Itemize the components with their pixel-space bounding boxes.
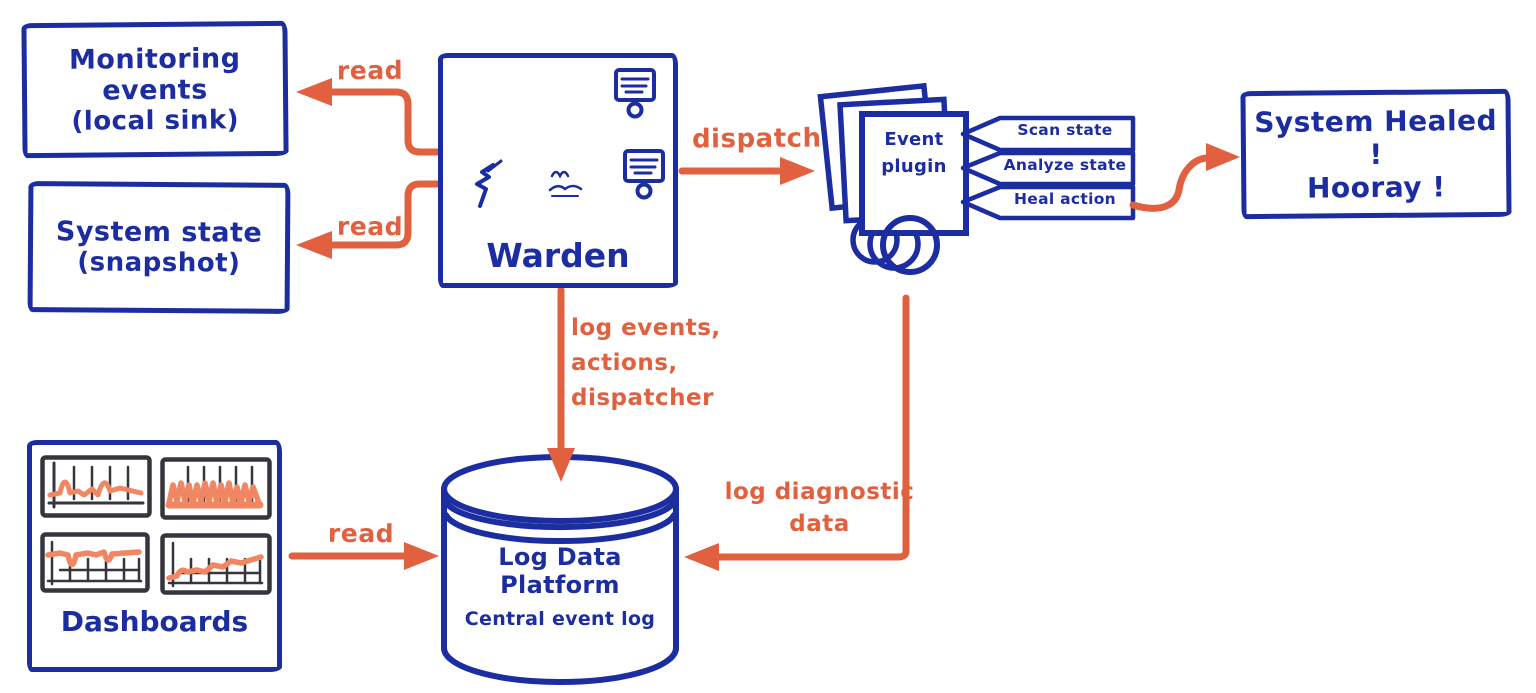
mini-chart-dense-bars <box>160 457 272 520</box>
node-monitoring-events: Monitoring events (local sink) <box>21 20 289 159</box>
plugin-icon <box>614 68 656 119</box>
tag-scan-state: Scan state <box>1017 121 1113 139</box>
system-healed-line1: System Healed ! <box>1254 103 1498 171</box>
log-events-line2: actions, <box>571 350 678 376</box>
arrowhead-log-diagnostic <box>684 543 719 571</box>
plugin-card-front <box>859 111 969 236</box>
edges <box>288 88 1212 561</box>
dispatch-label: dispatch <box>691 123 822 155</box>
plug-circle-front <box>880 215 940 275</box>
arrowhead-log-events <box>547 448 575 482</box>
read-dashboards-label: read <box>327 518 395 549</box>
log-diagnostic-line1: log diagnostic <box>724 479 915 505</box>
node-system-healed: System Healed ! Hooray ! <box>1240 88 1512 220</box>
log-diagnostic-line2: data <box>789 511 850 537</box>
mini-chart-dipping-line <box>40 532 150 593</box>
edge-heal-success <box>1129 154 1212 212</box>
tag-scan-state-shape <box>960 115 1136 153</box>
event-plugin-line2: plugin <box>881 156 947 177</box>
guard-figure-icon <box>475 159 503 208</box>
arrowhead-read-dashboards <box>404 542 439 570</box>
log-diagnostic-label: log diagnostic data <box>722 476 917 540</box>
arrowhead-read-monitoring <box>296 78 332 106</box>
edge-log-diagnostic <box>710 294 910 561</box>
log-events-line1: log events, <box>571 315 721 341</box>
system-healed-line2: Hooray ! <box>1306 169 1446 205</box>
dashboards-label: Dashboards <box>60 605 249 638</box>
plugin-tags <box>960 115 1136 221</box>
read-monitoring-label: read <box>336 55 404 86</box>
log-events-label: log events, actions, dispatcher <box>571 311 741 416</box>
node-system-state: System state (snapshot) <box>27 181 291 314</box>
system-state-subtitle: (snapshot) <box>77 247 241 279</box>
small-scribble-icon <box>548 170 583 197</box>
tag-analyze-state: Analyze state <box>1003 156 1127 174</box>
event-plugin-label: Event plugin <box>862 126 966 180</box>
warden-label: Warden <box>486 236 630 275</box>
node-dashboards: Dashboards <box>27 440 282 672</box>
arrowhead-heal-success <box>1206 143 1240 171</box>
event-plugin-stack <box>817 82 969 275</box>
edge-read-monitoring <box>324 88 441 156</box>
monitoring-events-title: Monitoring events <box>68 42 241 106</box>
plugin-icon <box>623 149 665 200</box>
mini-chart-rising-steps <box>160 533 272 595</box>
monitoring-events-subtitle: (local sink) <box>71 104 240 137</box>
mini-chart-spiky-line <box>40 455 152 518</box>
arrowheads <box>296 78 1240 571</box>
read-snapshot-label: read <box>336 211 404 242</box>
log-platform-cylinder-icon <box>441 454 679 685</box>
node-warden: Warden <box>438 53 678 288</box>
arrowhead-read-snapshot <box>296 231 332 259</box>
log-platform-title: Log Data Platform <box>498 543 622 599</box>
arrowhead-dispatch <box>780 157 815 185</box>
log-events-line3: dispatcher <box>571 385 714 411</box>
tag-analyze-state-shape <box>960 150 1136 187</box>
system-state-title: System state <box>55 216 263 249</box>
tag-heal-action: Heal action <box>1013 190 1116 208</box>
log-platform-subtitle: Central event log <box>464 608 656 630</box>
event-plugin-line1: Event <box>884 129 944 150</box>
edge-read-snapshot <box>324 180 441 249</box>
